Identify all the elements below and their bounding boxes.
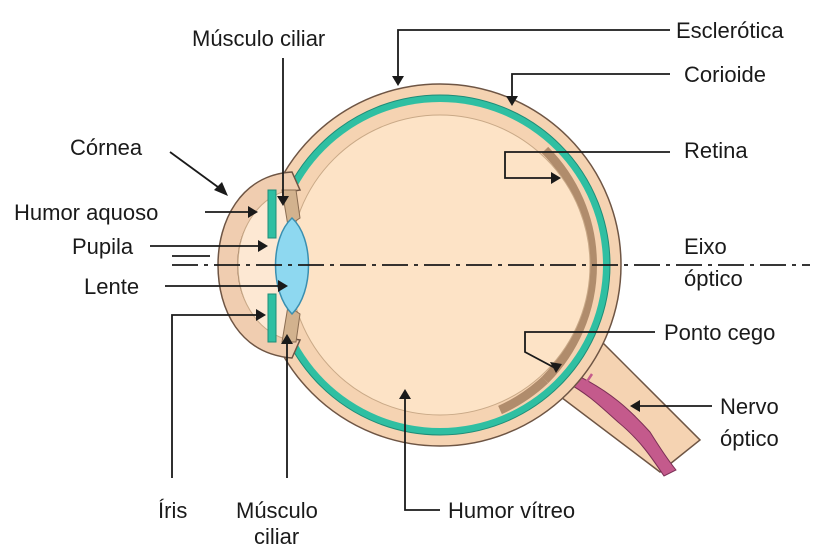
label-esclerotica: Esclerótica [676,18,784,43]
label-eixo-optico-line2: óptico [684,266,743,291]
label-nervo-optico-line1: Nervo [720,394,779,419]
label-lente: Lente [84,274,139,299]
leader-corioide [512,74,670,100]
label-corioide: Corioide [684,62,766,87]
label-musculo-ciliar-bottom-line2: ciliar [254,524,299,548]
label-humor-aquoso: Humor aquoso [14,200,158,225]
label-retina: Retina [684,138,748,163]
leader-cornea [170,152,222,190]
label-humor-vitreo: Humor vítreo [448,498,575,523]
arrowhead-cornea [214,182,228,196]
label-pupila: Pupila [72,234,134,259]
label-musculo-ciliar-top: Músculo ciliar [192,26,325,51]
label-eixo-optico-line1: Eixo [684,234,727,259]
label-musculo-ciliar-bottom-line1: Músculo [236,498,318,523]
leader-esclerotica [398,30,670,80]
label-nervo-optico-line2: óptico [720,426,779,451]
label-iris: Íris [158,498,187,523]
label-ponto-cego: Ponto cego [664,320,775,345]
arrowhead-esclerotica [392,76,404,86]
label-cornea: Córnea [70,135,143,160]
